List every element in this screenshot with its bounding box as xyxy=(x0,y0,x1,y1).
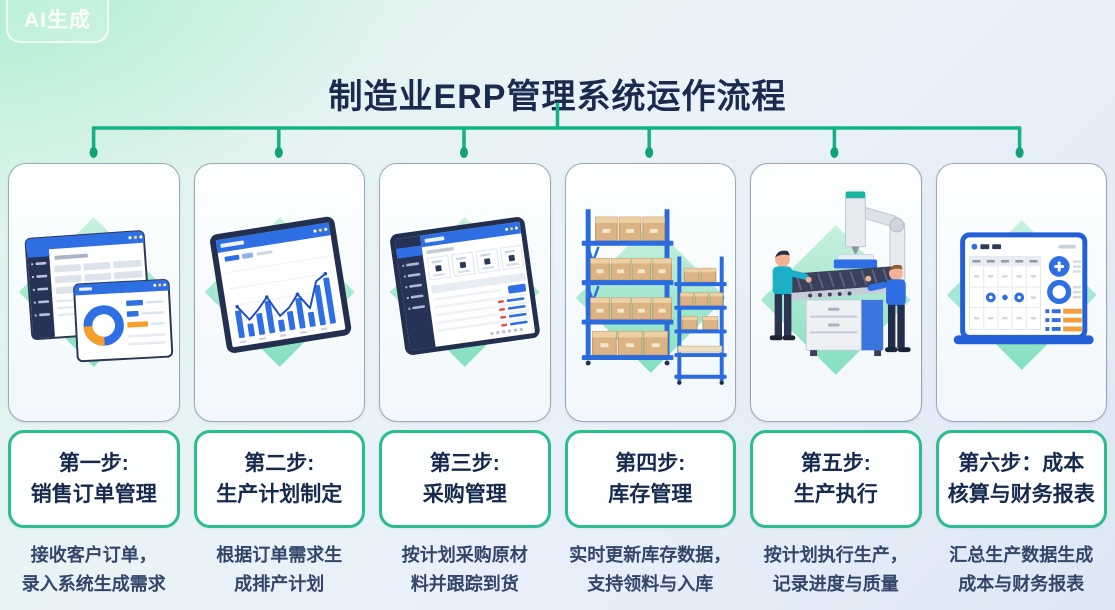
step-6-description: 汇总生产数据生成 成本与财务报表 xyxy=(949,545,1094,595)
ai-generated-badge: AI生成 xyxy=(6,0,109,43)
step-6-title: 第六步：成本 核算与财务报表 xyxy=(947,451,1095,507)
step-3-illustration-card xyxy=(379,163,551,422)
warehouse-racks-icon xyxy=(575,209,727,385)
finance-dashboard-laptop-icon xyxy=(946,220,1097,370)
step-1-description: 接收客户订单， 录入系统生成需求 xyxy=(21,545,166,595)
step-2-illustration-card xyxy=(193,163,365,422)
step-column-5: 第五步: 生产执行 按计划执行生产， 记录进度与质量 xyxy=(750,163,922,599)
step-2-description: 根据订单需求生 成排产计划 xyxy=(216,545,343,595)
step-column-6: 第六步：成本 核算与财务报表 汇总生产数据生成 成本与财务报表 xyxy=(935,163,1107,599)
step-1-title: 第一步: 销售订单管理 xyxy=(30,451,157,507)
step-4-title: 第四步: 库存管理 xyxy=(608,451,693,507)
step-4-title-box: 第四步: 库存管理 xyxy=(564,430,736,528)
step-3-title: 第三步: 采购管理 xyxy=(422,451,507,507)
steps-row: 第一步: 销售订单管理 接收客户订单， 录入系统生成需求 xyxy=(8,163,1107,599)
step-5-title: 第五步: 生产执行 xyxy=(793,451,878,507)
step-1-title-box: 第一步: 销售订单管理 xyxy=(8,430,180,528)
step-column-3: 第三步: 采购管理 按计划采购原材 料并跟踪到货 xyxy=(379,163,551,599)
step-6-title-box: 第六步：成本 核算与财务报表 xyxy=(935,430,1107,528)
flow-connector xyxy=(89,102,1024,158)
step-column-2: 第二步: 生产计划制定 根据订单需求生 成排产计划 xyxy=(193,163,365,599)
step-column-4: 第四步: 库存管理 实时更新库存数据， 支持领料与入库 xyxy=(564,163,736,599)
step-4-illustration-card xyxy=(564,163,736,422)
step-5-description: 按计划执行生产， 记录进度与质量 xyxy=(763,545,908,595)
step-6-illustration-card xyxy=(935,163,1107,422)
step-1-illustration-card xyxy=(8,163,180,422)
procurement-dashboard-icon xyxy=(389,217,540,367)
step-5-illustration-card xyxy=(750,163,922,422)
step-3-description: 按计划采购原材 料并跟踪到货 xyxy=(401,545,528,595)
step-2-title: 第二步: 生产计划制定 xyxy=(216,451,343,507)
step-column-1: 第一步: 销售订单管理 接收客户订单， 录入系统生成需求 xyxy=(8,163,180,599)
sales-order-windows-icon xyxy=(18,217,174,367)
step-3-title-box: 第三步: 采购管理 xyxy=(379,430,551,528)
production-line-robot-icon xyxy=(760,191,911,375)
step-2-title-box: 第二步: 生产计划制定 xyxy=(193,430,365,528)
step-5-title-box: 第五步: 生产执行 xyxy=(750,430,922,528)
step-4-description: 实时更新库存数据， 支持领料与入库 xyxy=(569,545,732,595)
production-plan-chart-icon xyxy=(204,216,355,367)
